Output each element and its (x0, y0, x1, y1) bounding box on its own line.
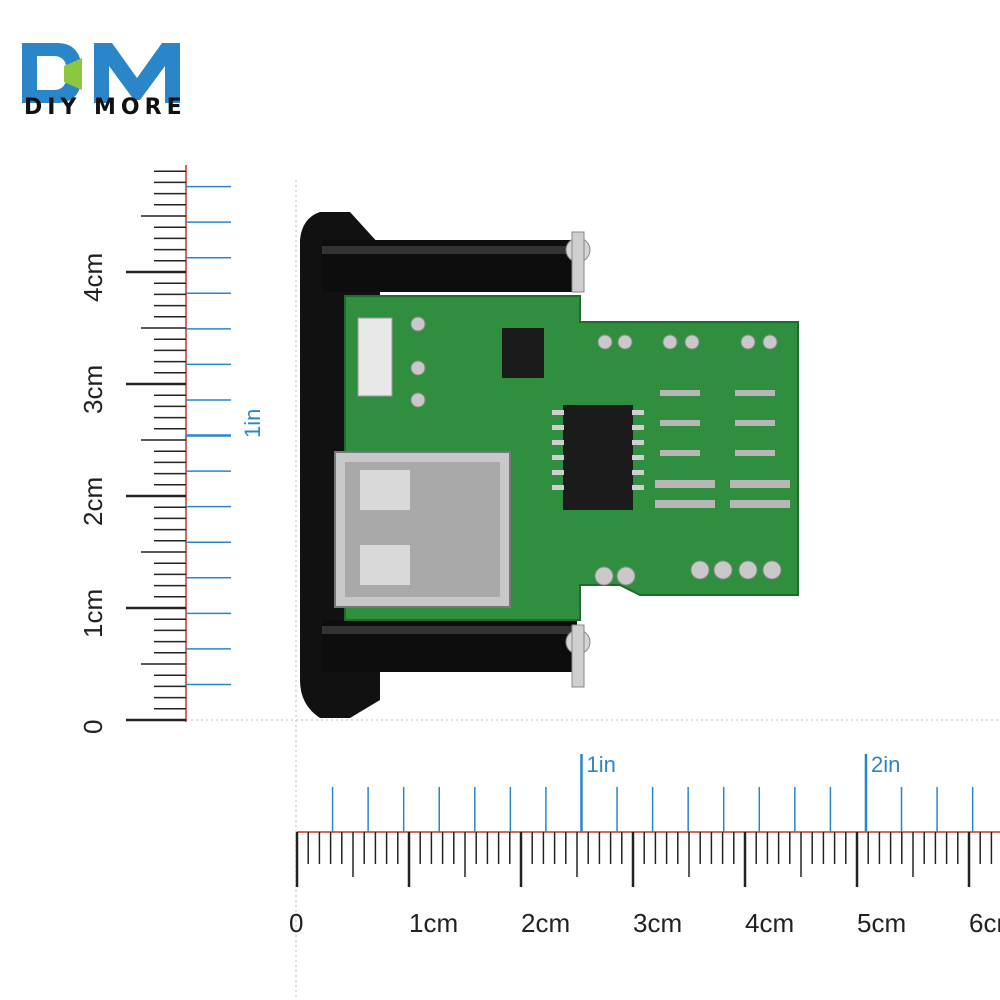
brand-name: DIY MORE (24, 95, 187, 120)
horizontal-cm-label: 5cm (857, 908, 907, 938)
logo-arrow-icon (64, 58, 82, 90)
vertical-cm-label: 3cm (78, 364, 108, 414)
vertical-cm-label: 4cm (78, 252, 108, 302)
vertical-cm-label: 1cm (78, 588, 108, 638)
brand-logo (22, 43, 180, 103)
logo-m-icon (94, 43, 180, 103)
horizontal-cm-label: 1cm (409, 908, 459, 938)
vertical-cm-label: 2cm (78, 476, 108, 526)
chip-u1 (502, 328, 544, 378)
vertical-inch-label: 1in (240, 408, 265, 438)
horizontal-cm-label: 6cm (969, 908, 1000, 938)
logo-d-icon (22, 43, 82, 103)
vertical-cm-label: 0 (78, 719, 108, 734)
vertical-ruler (126, 165, 231, 722)
mounting-screws (565, 231, 591, 688)
usb-port (334, 451, 511, 608)
horizontal-ruler (295, 754, 1000, 887)
horizontal-cm-label: 3cm (633, 908, 683, 938)
switch-s1 (357, 317, 393, 397)
horizontal-inch-label: 1in (586, 752, 616, 777)
horizontal-cm-label: 0 (289, 908, 304, 938)
horizontal-cm-label: 2cm (521, 908, 571, 938)
horizontal-cm-label: 4cm (745, 908, 795, 938)
horizontal-inch-label: 2in (870, 752, 901, 777)
chip-u6 (563, 405, 633, 510)
